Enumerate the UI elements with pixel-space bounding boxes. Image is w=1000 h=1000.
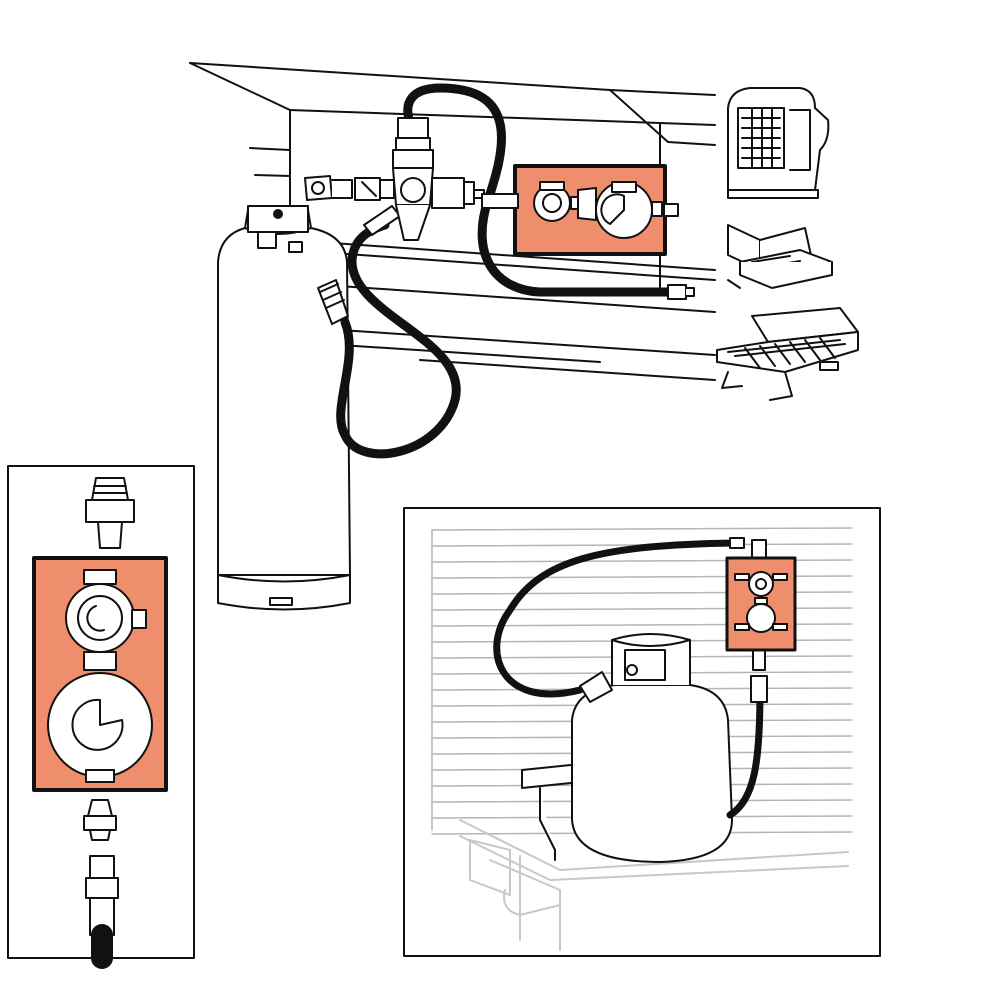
two-stage-regulator-detail [32, 556, 168, 792]
two-stage-regulator-trailer [725, 556, 797, 652]
trailer-frame [459, 819, 849, 951]
trailer-installation-view [403, 507, 881, 957]
wall-shelf [189, 62, 716, 381]
portable-heater-icon [727, 87, 830, 199]
shutoff-valve [304, 175, 353, 201]
tee-fitting [354, 117, 485, 241]
hose-main [336, 83, 673, 459]
inlet-fitting [85, 477, 135, 549]
regulator-assembly-detail [7, 465, 195, 969]
hose-connector [85, 855, 119, 936]
camp-stove-icon [727, 224, 833, 289]
propane-cylinder [217, 205, 351, 611]
siding-line [431, 527, 853, 531]
outlet-fitting [83, 799, 117, 841]
two-stage-regulator-main [481, 164, 679, 256]
portable-grill-icon [716, 307, 859, 401]
propane-tank [571, 633, 733, 863]
hose-trailer [493, 539, 764, 819]
hose-fittings [317, 205, 695, 325]
